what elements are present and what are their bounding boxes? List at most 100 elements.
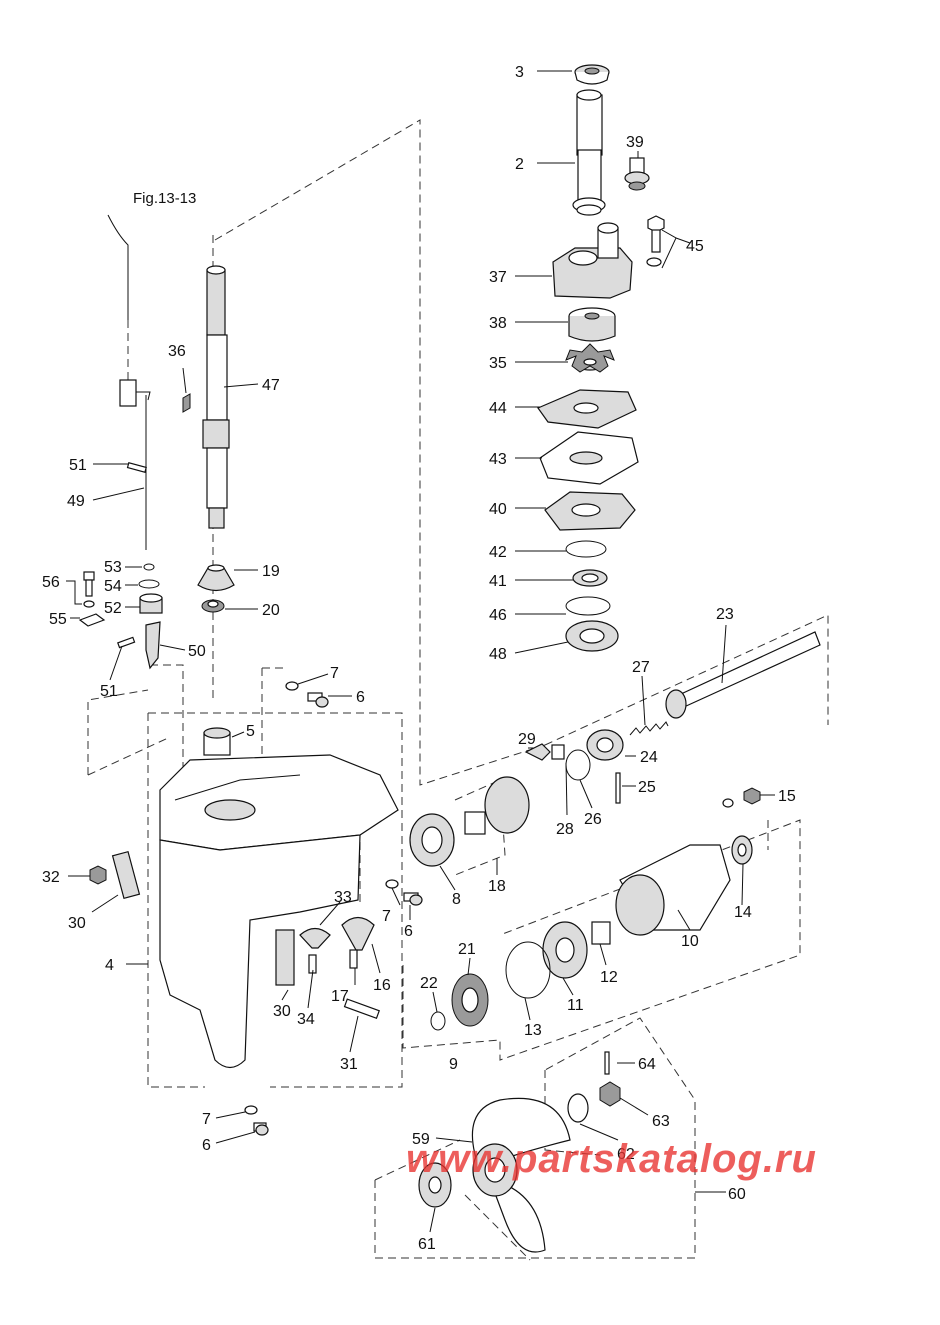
part-6-screw-c xyxy=(253,1122,269,1136)
part-26-ring xyxy=(565,749,591,781)
part-41-bearing xyxy=(572,569,608,587)
label-31: 31 xyxy=(340,1056,358,1073)
label-7-b: 7 xyxy=(382,908,391,925)
part-13-o-ring xyxy=(505,941,551,999)
label-36: 36 xyxy=(168,343,186,360)
part-21-reverse-gear xyxy=(451,973,489,1027)
label-11: 11 xyxy=(567,997,584,1014)
part-12-needle-bearing xyxy=(591,921,611,945)
label-41: 41 xyxy=(489,573,507,590)
part-14-seal xyxy=(731,835,753,865)
label-29: 29 xyxy=(518,731,536,748)
label-24: 24 xyxy=(640,749,658,766)
shift-cable xyxy=(107,214,129,320)
label-60: 60 xyxy=(728,1186,746,1203)
part-44-gasket xyxy=(537,389,637,429)
label-6-c: 6 xyxy=(202,1137,211,1154)
label-48: 48 xyxy=(489,646,507,663)
part-27-spring xyxy=(629,721,669,736)
part-24-clutch xyxy=(586,729,624,761)
label-40: 40 xyxy=(489,501,507,518)
part-15-bolt xyxy=(722,787,761,808)
label-62: 62 xyxy=(617,1146,635,1163)
part-56-bolt xyxy=(83,571,95,608)
part-49-shift-rod xyxy=(136,391,151,550)
label-51: 51 xyxy=(69,457,87,474)
part-47-drive-shaft xyxy=(202,265,230,529)
part-61-thrust-holder xyxy=(418,1162,452,1208)
part-40-pump-case xyxy=(544,491,636,531)
part-51-pin-b xyxy=(117,636,136,649)
label-12: 12 xyxy=(600,969,618,986)
label-33: 33 xyxy=(334,889,352,906)
part-52-bushing xyxy=(139,593,163,614)
label-54: 54 xyxy=(104,578,122,595)
callout-labels: Fig.13-13 3 2 39 45 37 38 35 44 43 40 42… xyxy=(42,64,796,1253)
label-21: 21 xyxy=(458,941,476,958)
part-46-o-ring xyxy=(565,596,611,616)
label-59: 59 xyxy=(412,1131,430,1148)
label-3: 3 xyxy=(515,64,524,81)
label-55: 55 xyxy=(49,611,67,628)
label-46: 46 xyxy=(489,607,507,624)
label-22: 22 xyxy=(420,975,438,992)
part-43-plate xyxy=(539,431,639,485)
part-42-o-ring xyxy=(565,540,607,558)
parts xyxy=(78,64,821,1253)
label-8: 8 xyxy=(452,891,461,908)
part-35-impeller xyxy=(565,343,615,373)
label-28: 28 xyxy=(556,821,574,838)
label-26: 26 xyxy=(584,811,602,828)
label-37: 37 xyxy=(489,269,507,286)
part-37-pump-housing xyxy=(552,222,633,299)
label-30: 30 xyxy=(68,915,86,932)
part-33-plug xyxy=(299,927,331,949)
part-16-plug xyxy=(341,916,375,951)
part-2-water-tube xyxy=(572,89,606,216)
label-7-c: 7 xyxy=(202,1111,211,1128)
label-43: 43 xyxy=(489,451,507,468)
label-38: 38 xyxy=(489,315,507,332)
part-11-ball-bearing xyxy=(542,921,588,979)
label-18: 18 xyxy=(488,878,506,895)
part-5-needle-bearing xyxy=(203,727,231,756)
part-30-anode-b xyxy=(275,929,295,986)
label-50: 50 xyxy=(188,643,206,660)
part-51-pin xyxy=(126,462,147,473)
label-17: 17 xyxy=(331,988,349,1005)
part-7-washer-a xyxy=(285,681,299,691)
label-13: 13 xyxy=(524,1022,542,1039)
label-4: 4 xyxy=(105,957,114,974)
label-14: 14 xyxy=(734,904,752,921)
label-10: 10 xyxy=(681,933,699,950)
part-62-washer xyxy=(567,1093,589,1123)
label-45: 45 xyxy=(686,238,704,255)
label-44: 44 xyxy=(489,400,507,417)
part-22-washer xyxy=(430,1011,446,1031)
label-32: 32 xyxy=(42,869,60,886)
part-8-bearing xyxy=(409,813,455,867)
label-6-b: 6 xyxy=(404,923,413,940)
part-18-forward-gear xyxy=(464,776,530,835)
part-29-plunger xyxy=(524,743,551,761)
part-54-o-ring xyxy=(138,579,160,589)
part-59-propeller xyxy=(471,1097,571,1253)
part-45-bolt xyxy=(646,215,665,267)
part-64-cotter-pin xyxy=(604,1051,610,1075)
label-20: 20 xyxy=(262,602,280,619)
part-28-spring-pin xyxy=(551,744,565,760)
label-56: 56 xyxy=(42,574,60,591)
label-63: 63 xyxy=(652,1113,670,1130)
part-55-clamp xyxy=(78,613,106,627)
label-49: 49 xyxy=(67,493,85,510)
label-42: 42 xyxy=(489,544,507,561)
part-19-pinion-gear xyxy=(197,564,235,592)
watermark-text: www.partskatalog.ru xyxy=(406,1137,817,1181)
part-63-nut xyxy=(599,1081,621,1107)
label-53: 53 xyxy=(104,559,122,576)
label-16: 16 xyxy=(373,977,391,994)
part-53-clip xyxy=(143,563,155,571)
label-64: 64 xyxy=(638,1056,656,1073)
label-2: 2 xyxy=(515,156,524,173)
